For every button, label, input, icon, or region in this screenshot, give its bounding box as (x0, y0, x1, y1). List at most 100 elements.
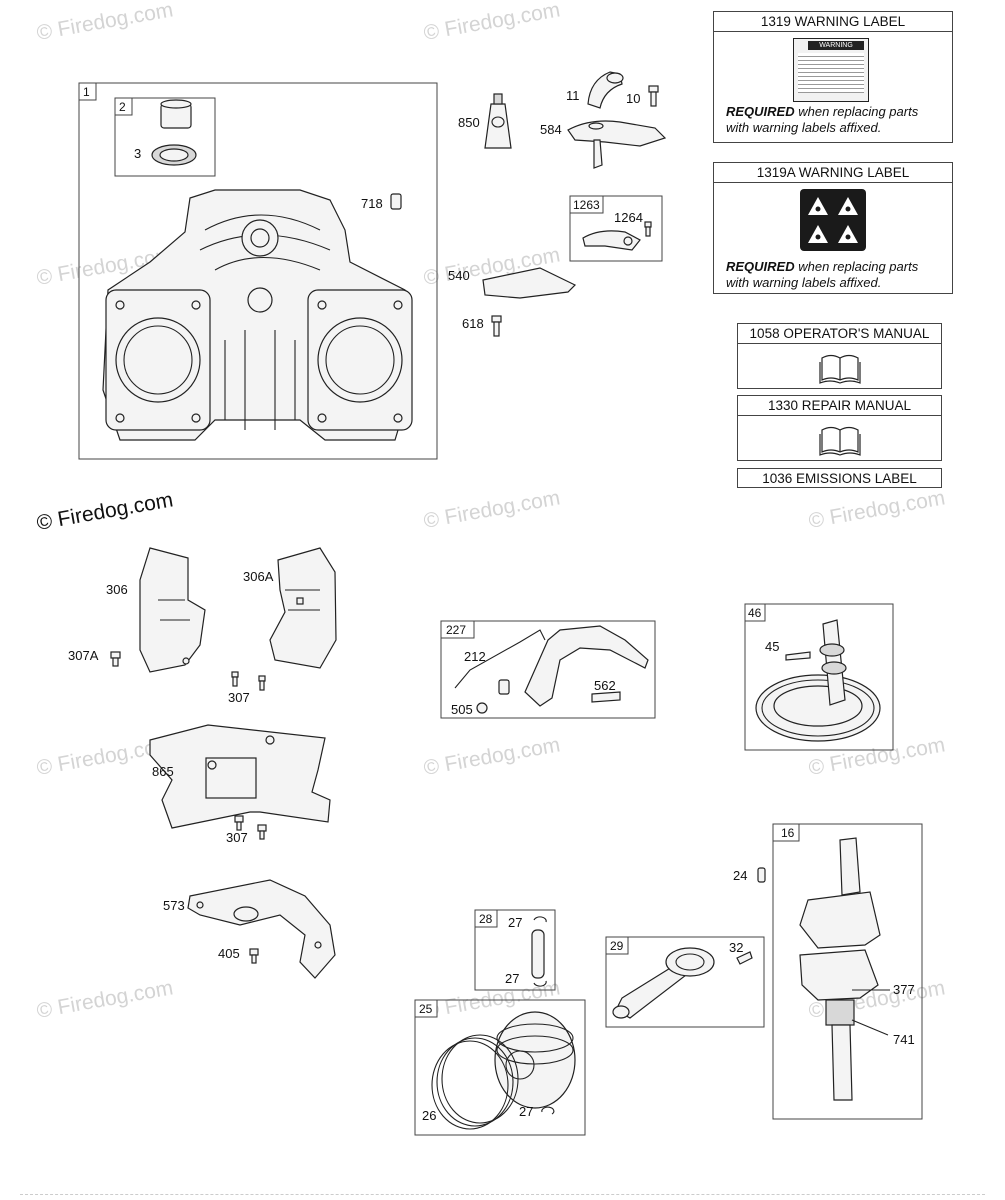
block-boss (247, 287, 273, 313)
operators-manual-card[interactable]: 1058 OPERATOR'S MANUAL (737, 323, 942, 389)
screw-618[interactable]: 618 (462, 315, 502, 337)
repair-manual-card[interactable]: 1330 REPAIR MANUAL (737, 395, 942, 461)
part-label-212: 212 (464, 649, 486, 664)
emissions-label-title: 1036 EMISSIONS LABEL (762, 471, 917, 486)
part-label-32: 32 (729, 940, 743, 955)
book-icon (818, 354, 861, 384)
shroud-hole (265, 735, 275, 745)
right-bore (317, 317, 403, 403)
screw-405[interactable]: 405 (218, 946, 259, 964)
part-label-377: 377 (893, 982, 915, 997)
part-label-307b: 307 (226, 830, 248, 845)
breather-tube-11[interactable]: 11 (566, 71, 624, 109)
breather-tube-end (606, 72, 624, 84)
part-label-26: 26 (422, 1108, 436, 1123)
screws-307b[interactable]: 307 (226, 815, 267, 845)
screw-shank (493, 321, 500, 337)
warning-label-a-card[interactable]: 1319A WARNING LABEL REQUIRED when replac… (713, 162, 953, 294)
screw-shank (259, 830, 265, 840)
governor-spring (454, 629, 546, 689)
baffle-306A[interactable]: 306A (243, 547, 337, 669)
group-tag (78, 82, 97, 101)
watermark: © Firedog.com (422, 733, 562, 780)
warning-label-note: REQUIRED when replacing parts with warni… (714, 104, 918, 136)
group-number: 28 (479, 912, 493, 926)
cam-gear-hub (773, 685, 863, 727)
screw-307A[interactable]: 307A (68, 648, 121, 667)
emissions-label-card[interactable]: 1036 EMISSIONS LABEL (737, 468, 942, 488)
conrod-bolt (736, 951, 753, 965)
shroud-hole (207, 760, 217, 770)
part-label-850: 850 (458, 115, 480, 130)
gasket-540[interactable]: 540 (448, 267, 577, 299)
pin-45-part (785, 651, 811, 661)
group-frame (605, 936, 765, 1028)
warning-label-a-title: 1319A WARNING LABEL (714, 163, 952, 183)
group-28[interactable]: 28 27 27 (474, 909, 556, 991)
baffle-306[interactable]: 306 (106, 547, 206, 673)
screw-head (249, 948, 259, 956)
note-text-line2: with warning labels affixed. (726, 275, 882, 290)
group-1-cylinder[interactable]: 1 2 3 718 (78, 82, 438, 460)
piston-groove (496, 1035, 574, 1065)
watermark-main: © Firedog.com (35, 488, 175, 535)
group-29[interactable]: 29 32 (605, 936, 765, 1028)
wrist-pin-part (531, 929, 545, 979)
group-number: 2 (119, 100, 126, 114)
group-46[interactable]: 46 45 (744, 603, 894, 751)
crank-taper (839, 837, 861, 896)
clip-upper (533, 916, 547, 923)
baffle-slot (296, 597, 304, 605)
pictogram-sticker-icon (800, 189, 866, 251)
crank-web-lower (799, 949, 879, 1001)
group-25[interactable]: 25 26 27 (414, 999, 586, 1136)
backplate-part (187, 879, 336, 979)
baffle-hole (182, 657, 190, 665)
backplate-hole (314, 941, 322, 949)
piston-groove (496, 1023, 574, 1053)
part-label-1264: 1264 (614, 210, 643, 225)
backplate-573[interactable]: 573 (163, 879, 336, 979)
screw-shank (650, 91, 657, 107)
crank-web-upper (799, 891, 881, 949)
group-227[interactable]: 227 212 505 562 (440, 620, 656, 719)
part-label-45: 45 (765, 639, 779, 654)
group-tag (440, 620, 475, 639)
leader-lines (851, 989, 890, 1036)
screw-shank (236, 821, 242, 831)
part-label-10: 10 (626, 91, 640, 106)
group-number: 29 (610, 939, 624, 953)
shroud-865[interactable]: 865 (149, 724, 331, 829)
group-tag (414, 999, 438, 1018)
watermark: © Firedog.com (422, 486, 562, 533)
warning-label-card[interactable]: 1319 WARNING LABEL WARNING REQUIRED when… (713, 11, 953, 143)
group-number: 227 (446, 623, 466, 637)
nut-part (476, 702, 488, 714)
screw-head (491, 315, 502, 323)
backplate-hole (233, 906, 259, 922)
left-bore-inner (123, 325, 193, 395)
bracket-stem (593, 139, 603, 169)
group-1263[interactable]: 1263 1264 (569, 195, 663, 262)
screw-head (257, 824, 267, 832)
baffle-folds (158, 599, 190, 621)
pictogram-symbols (808, 197, 858, 243)
part-label-11: 11 (566, 88, 580, 103)
screw-10[interactable]: 10 (626, 85, 659, 107)
screws-307[interactable]: 307 (228, 671, 266, 705)
watermark: © Firedog.com (422, 0, 562, 45)
warning-sticker-icon: WARNING (793, 38, 869, 102)
sealant-850[interactable]: 850 (458, 93, 512, 149)
part-label-307a: 307A (68, 648, 99, 663)
cam-lobe (819, 643, 845, 657)
piston-ring (436, 1037, 514, 1127)
group-tag (474, 909, 498, 928)
note-required: REQUIRED (726, 104, 795, 119)
block-ribs (224, 330, 296, 430)
bracket-584[interactable]: 584 (540, 120, 667, 169)
part-label-3: 3 (134, 146, 141, 161)
part-label-865: 865 (152, 764, 174, 779)
cam-lobe (821, 661, 847, 675)
group-16[interactable]: 16 24 377 741 (733, 823, 923, 1120)
sealant-tube-part (484, 103, 512, 149)
